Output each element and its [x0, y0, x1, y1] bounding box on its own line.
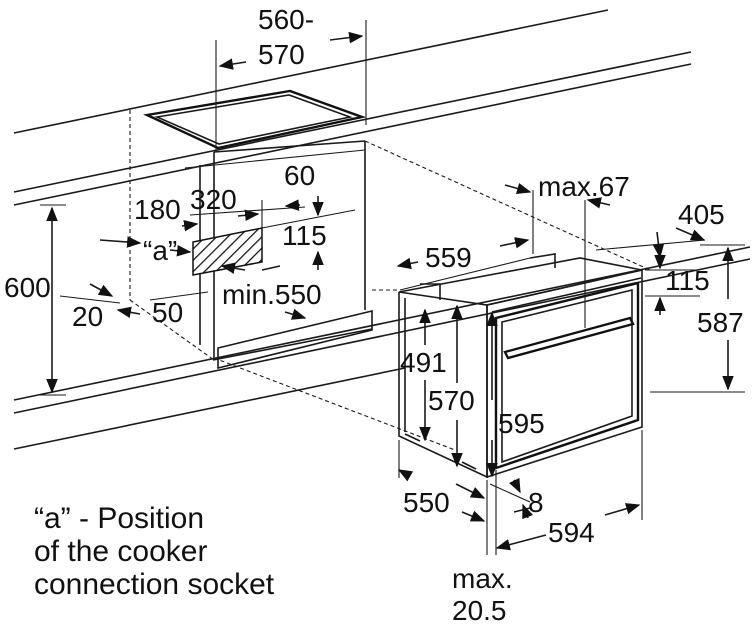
dim-max67: max.67: [538, 171, 630, 202]
hob-cutout: [142, 89, 367, 150]
dim-600: 600: [4, 272, 51, 303]
dim-560: 560-: [258, 4, 314, 35]
dim-115-socket: 115: [282, 220, 327, 251]
worktop: [13, 9, 751, 450]
dim-115-oven: 115: [665, 265, 710, 296]
dim-595: 595: [498, 408, 545, 439]
caption: “a” - Position of the cooker connection …: [34, 502, 275, 601]
dim-min550: min.550: [222, 279, 322, 310]
cabinet-dimensions: 600 560- 570 180 320 60 115 min.550 2: [4, 4, 367, 396]
dim-594: 594: [548, 517, 595, 548]
oven-dimensions: max.67 559 405 115 587 491 570: [396, 171, 745, 626]
dim-50: 50: [152, 297, 183, 328]
socket-area: “a”: [99, 227, 263, 276]
dim-60: 60: [284, 160, 315, 191]
dim-8: 8: [528, 487, 544, 518]
dim-570-oven: 570: [428, 385, 475, 416]
caption-line-2: of the cooker: [34, 535, 207, 568]
dim-320: 320: [190, 184, 237, 215]
dim-20-5: 20.5: [452, 595, 507, 626]
dim-587: 587: [697, 307, 744, 338]
oven: [398, 253, 643, 479]
dim-491: 491: [400, 347, 447, 378]
caption-line-1: “a” - Position: [34, 502, 204, 535]
dim-180: 180: [134, 194, 181, 225]
dim-20: 20: [72, 301, 103, 332]
dim-max: max.: [452, 563, 513, 594]
caption-line-3: connection socket: [34, 568, 275, 601]
cabinet-outline: [129, 110, 651, 451]
dim-570-top: 570: [258, 39, 305, 70]
dim-405: 405: [678, 199, 725, 230]
dim-550-bottom: 550: [403, 487, 450, 518]
dim-559: 559: [425, 242, 472, 273]
